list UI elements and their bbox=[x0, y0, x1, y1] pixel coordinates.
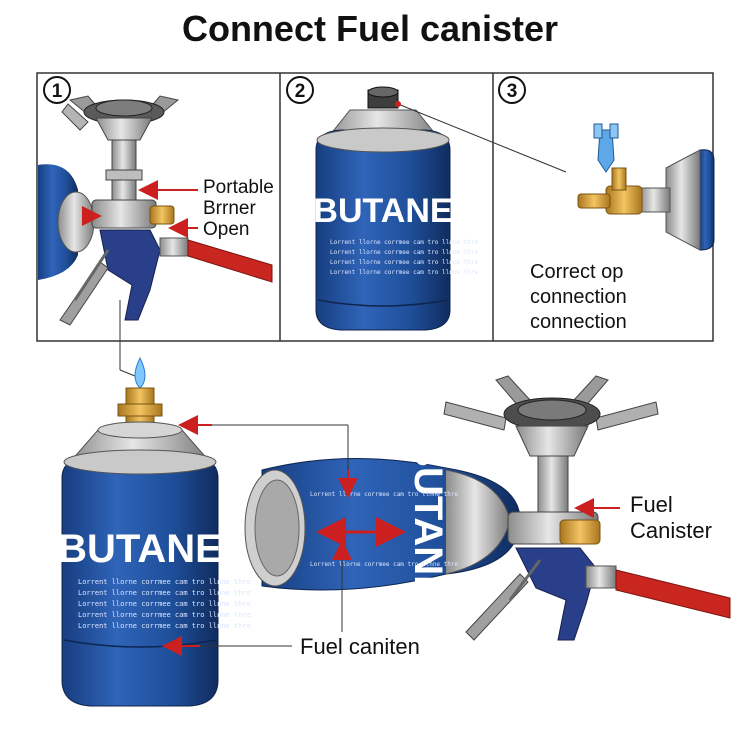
svg-text:Lorrent llorne corrmee cam tro: Lorrent llorne corrmee cam tro llnne thr… bbox=[310, 491, 458, 498]
panel-3-label-connection-2: connection bbox=[530, 311, 627, 333]
panel-2-leader-line bbox=[397, 103, 567, 173]
panel-1-stove-illustration bbox=[38, 95, 273, 326]
step-1-badge: 1 bbox=[43, 76, 71, 104]
fuel-canister-label-line-1: Fuel bbox=[630, 492, 673, 517]
panel-2-fine-print: Lorrent llorne corrmee cam tro llnne thr… bbox=[330, 239, 478, 276]
svg-text:Lorrent llorne corrmee cam tro: Lorrent llorne corrmee cam tro llnne thr… bbox=[330, 249, 478, 256]
step-3-badge: 3 bbox=[498, 76, 526, 104]
panel-1-label-portable: Portable bbox=[203, 177, 274, 198]
right-stove bbox=[443, 375, 731, 641]
panel-1-label-open: Open bbox=[203, 219, 249, 240]
svg-text:Lorrent llorne corrmee cam tro: Lorrent llorne corrmee cam tro llnne thr… bbox=[78, 589, 251, 597]
panel-3-label-correct-op: Correct op bbox=[530, 261, 623, 283]
svg-text:Lorrent llorne corrmee cam tro: Lorrent llorne corrmee cam tro llnne thr… bbox=[330, 259, 478, 266]
panel-2-can-text: BUTANE bbox=[313, 192, 452, 230]
step-3-number: 3 bbox=[507, 81, 518, 102]
fuel-caniten-label: Fuel caniten bbox=[300, 634, 420, 659]
svg-text:Lorrent llorne corrmee cam tro: Lorrent llorne corrmee cam tro llnne thr… bbox=[78, 622, 251, 630]
tilted-can-text: BUTANE bbox=[406, 438, 450, 602]
tilted-can-fine-print: Lorrent llorne corrmee cam tro llnne thr… bbox=[310, 491, 458, 568]
step-2-number: 2 bbox=[295, 81, 306, 102]
panel-1-pointer-arrows bbox=[82, 180, 198, 238]
bottom-red-arrows bbox=[162, 415, 620, 656]
svg-text:Lorrent llorne corrmee cam tro: Lorrent llorne corrmee cam tro llnne thr… bbox=[78, 611, 251, 619]
panel-3-connection bbox=[577, 123, 715, 251]
svg-text:Lorrent llorne corrmee cam tro: Lorrent llorne corrmee cam tro llnne thr… bbox=[330, 269, 478, 276]
svg-text:Lorrent llorne corrmee cam tro: Lorrent llorne corrmee cam tro llnne thr… bbox=[78, 600, 251, 608]
left-can-text: BUTANE bbox=[58, 527, 222, 571]
fuel-canister-label-line-2: Canister bbox=[630, 518, 712, 543]
left-upright-canister: BUTANE Lorrent llorne corrmee cam tro ll… bbox=[58, 300, 251, 707]
panel-3-label-connection-1: connection bbox=[530, 286, 627, 308]
svg-text:Lorrent llorne corrmee cam tro: Lorrent llorne corrmee cam tro llnne thr… bbox=[310, 561, 458, 568]
step-1-number: 1 bbox=[52, 81, 63, 102]
panel-2-valve-marker bbox=[395, 101, 401, 107]
svg-text:Lorrent llorne corrmee cam tro: Lorrent llorne corrmee cam tro llnne thr… bbox=[330, 239, 478, 246]
svg-text:Lorrent llorne corrmee cam tro: Lorrent llorne corrmee cam tro llnne thr… bbox=[78, 578, 251, 586]
tilted-canister: BUTANE Lorrent llorne corrmee cam tro ll… bbox=[244, 438, 521, 602]
step-2-badge: 2 bbox=[286, 76, 314, 104]
left-can-fine-print: Lorrent llorne corrmee cam tro llnne thr… bbox=[78, 578, 251, 630]
panel-1-label-brrner: Brrner bbox=[203, 198, 256, 219]
panel-2-canister: BUTANE Lorrent llorne corrmee cam tro ll… bbox=[313, 86, 478, 331]
diagram-title: Connect Fuel canister bbox=[181, 8, 559, 49]
